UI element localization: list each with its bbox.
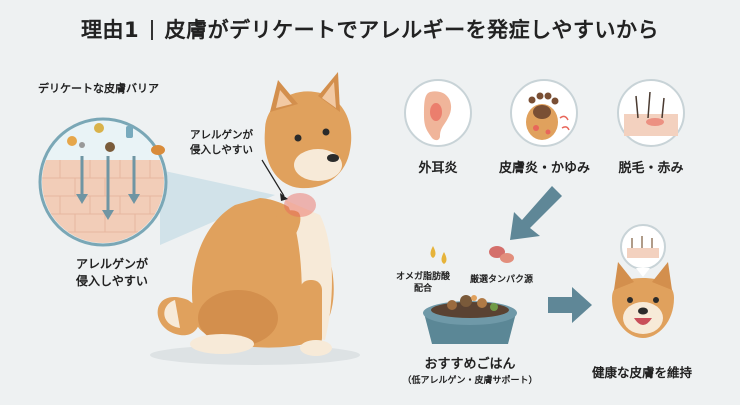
title-text: 皮膚がデリケートでアレルギーを発症しやすいから xyxy=(164,18,659,42)
callout-bottom-line2: 侵入しやすい xyxy=(76,274,148,288)
omega-line2: 配合 xyxy=(413,284,432,294)
callout-bottom-line1: アレルゲンが xyxy=(76,257,149,271)
callout-pointer xyxy=(261,159,285,197)
food-allergen-icon xyxy=(151,145,165,155)
allergen-callout-top: アレルゲンが 侵入しやすい xyxy=(190,128,253,158)
omega-label: オメガ脂肪酸 配合 xyxy=(388,271,458,295)
callout-top-line2: 侵入しやすい xyxy=(190,144,253,156)
healthy-skin-bubble xyxy=(620,224,666,277)
food-subtitle: （低アレルゲン・皮膚サポート） xyxy=(402,376,538,386)
penetration-arrows xyxy=(76,156,140,220)
arrow-right xyxy=(548,287,592,323)
omega-oil-drops-icon xyxy=(430,246,447,264)
healthy-shiba-face xyxy=(612,262,674,338)
shiba-dog-illustration xyxy=(157,72,352,356)
hair-follicle-icon xyxy=(635,91,665,119)
barrier-title: デリケートな皮膚バリア xyxy=(38,82,159,95)
skin-condition-icon xyxy=(510,79,578,147)
condition-label-hair-loss: 脱毛・赤み xyxy=(618,161,684,176)
paw-icon xyxy=(533,105,551,119)
food-title: おすすめごはん xyxy=(424,357,516,372)
arrow-down-left xyxy=(510,186,562,240)
title-divider xyxy=(151,20,153,40)
omega-line1: オメガ脂肪酸 xyxy=(395,272,450,282)
result-label: 健康な皮膚を維持 xyxy=(591,365,692,380)
dust-icon xyxy=(79,142,85,148)
protein-label: 厳選タンパク源 xyxy=(470,275,534,285)
pollen-icon xyxy=(67,136,77,146)
title-prefix: 理由1 xyxy=(81,18,140,42)
condition-label-ear: 外耳炎 xyxy=(418,161,458,176)
skin-barrier-circle xyxy=(38,117,275,247)
ear-condition-icon xyxy=(404,79,472,147)
hair-loss-condition-icon xyxy=(617,79,685,147)
redness-spot xyxy=(284,193,316,217)
spray-icon xyxy=(126,126,133,138)
page-title: 理由1 皮膚がデリケートでアレルギーを発症しやすいから xyxy=(0,14,740,44)
condition-label-dermatitis: 皮膚炎・かゆみ xyxy=(499,161,591,176)
callout-top-line1: アレルゲンが xyxy=(190,129,253,141)
allergen-callout-bottom: アレルゲンが 侵入しやすい xyxy=(76,256,148,290)
mite-icon xyxy=(105,142,115,152)
meat-icon xyxy=(489,246,514,263)
food-bowl xyxy=(423,295,517,344)
germ-icon xyxy=(94,123,104,133)
